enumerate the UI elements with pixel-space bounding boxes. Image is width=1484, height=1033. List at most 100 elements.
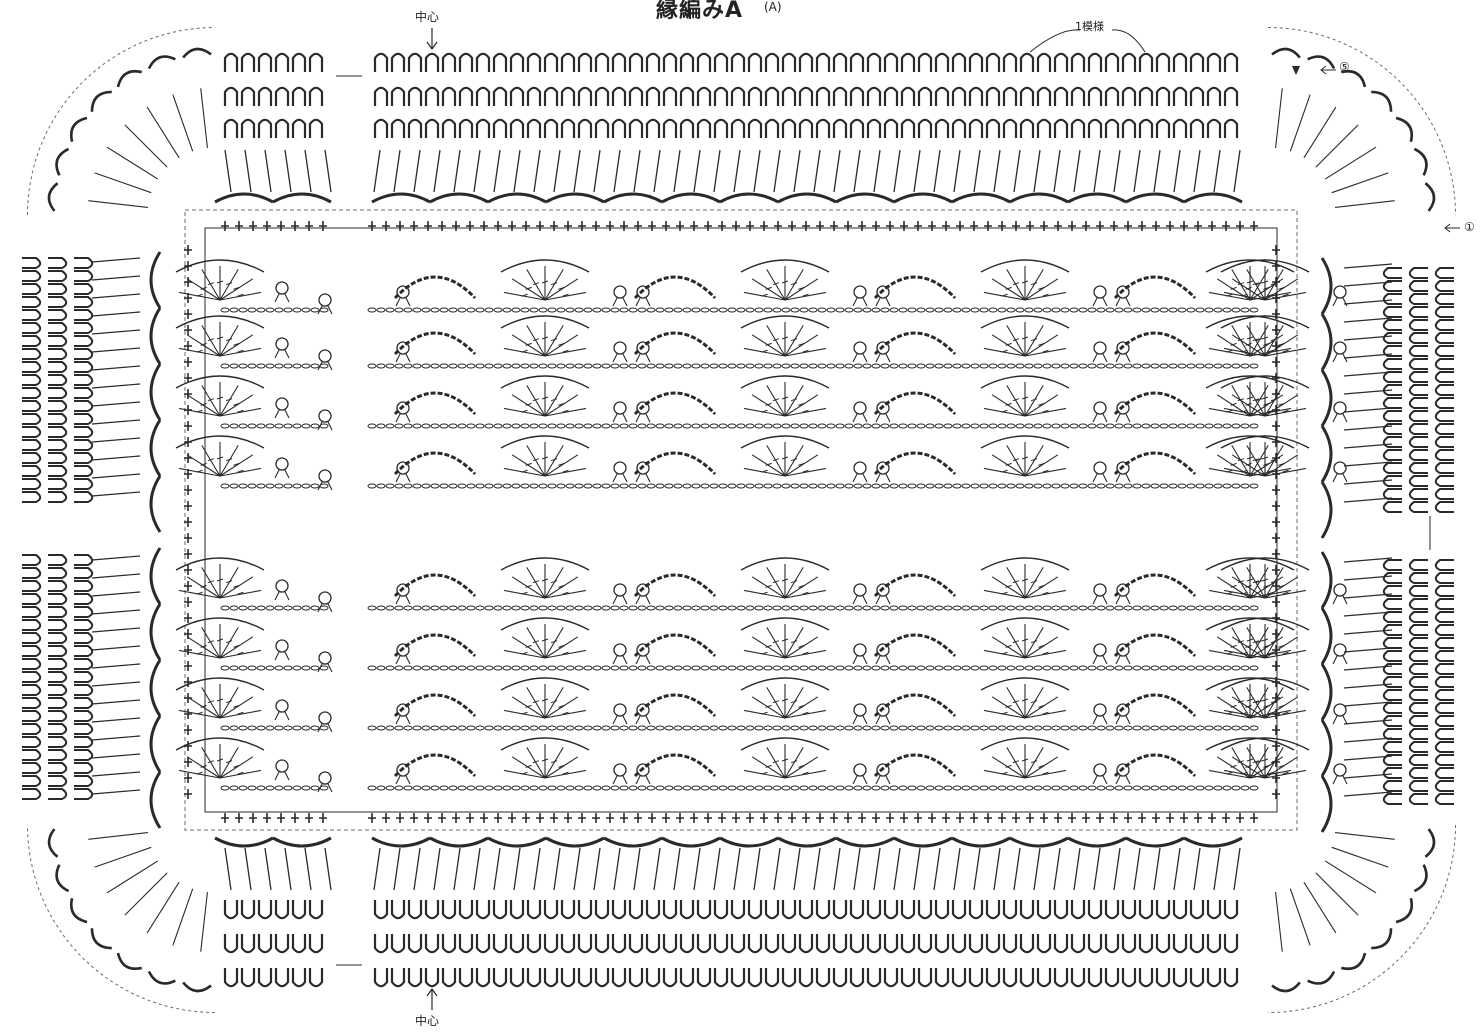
chain-row (476, 786, 484, 790)
sc-stitch-top (914, 221, 922, 231)
chain-row (809, 424, 817, 428)
loop-col-left (74, 336, 92, 346)
chain-row (1241, 666, 1249, 670)
chain-row (890, 666, 898, 670)
dc-post-bottom (394, 848, 400, 890)
chain-row (284, 606, 292, 610)
chain-row (1169, 484, 1177, 488)
chain-row (266, 606, 274, 610)
chain-row (1142, 308, 1150, 312)
loop-row-top (545, 54, 557, 72)
loop-row-bottom (613, 968, 625, 986)
sc-stitch-top (998, 221, 1006, 231)
loop-col-left (74, 297, 92, 307)
chain-row (1052, 786, 1060, 790)
sc-stitch-top (1236, 221, 1244, 231)
dc-post-right (1344, 558, 1392, 562)
chain-row (1061, 484, 1069, 488)
loop-row-bottom (1225, 934, 1237, 952)
chain-row (239, 786, 247, 790)
chain-row (611, 484, 619, 488)
chain-row (818, 786, 826, 790)
loop-row-top (885, 54, 897, 72)
chain-row (1070, 786, 1078, 790)
loop-col-left (74, 555, 92, 565)
chain-row (404, 726, 412, 730)
loop-row-bottom (392, 934, 404, 952)
chain-row (935, 786, 943, 790)
chain-row (836, 308, 844, 312)
picot-legs (853, 656, 867, 664)
loop-row-top (310, 120, 322, 138)
loop-col-right (1410, 307, 1428, 317)
dc-post-top (514, 150, 520, 192)
chain-row (944, 666, 952, 670)
picot-legs (853, 354, 867, 362)
chain-row (1151, 666, 1159, 670)
corner-scallops-tr-post (1325, 147, 1376, 179)
sc-stitch-bottom (648, 813, 656, 823)
chain-row (1025, 308, 1033, 312)
chain-row (1079, 786, 1087, 790)
chain-row (494, 726, 502, 730)
chain-row (431, 606, 439, 610)
sc-stitch-top (900, 221, 908, 231)
sc-stitch-right (1272, 565, 1280, 575)
loop-row-top (749, 88, 761, 106)
loop-row-top (511, 120, 523, 138)
corner-scallops-tr (1396, 114, 1417, 141)
dc-post-bottom (994, 848, 1000, 890)
chain-row (692, 786, 700, 790)
chain-row (521, 726, 529, 730)
loop-row-top (375, 54, 387, 72)
chain-row (1151, 364, 1159, 368)
loop-row-bottom (1089, 968, 1101, 986)
sc-stitch-top (676, 221, 684, 231)
chain-row (611, 786, 619, 790)
scallop-bottom (836, 838, 894, 846)
loop-row-bottom (443, 934, 455, 952)
loop-row-top (919, 54, 931, 72)
loop-row-top (953, 54, 965, 72)
chain-row (1016, 606, 1024, 610)
chain-row (449, 364, 457, 368)
loop-row-top (259, 120, 271, 138)
loop-row-top (545, 88, 557, 106)
chain-row (998, 786, 1006, 790)
chain-row (944, 726, 952, 730)
dc-post-left (92, 294, 140, 298)
loop-row-bottom (1106, 968, 1118, 986)
chain-row (494, 786, 502, 790)
chain-row (962, 484, 970, 488)
chain-row (575, 364, 583, 368)
loop-col-right (1410, 651, 1428, 661)
chain-row (953, 308, 961, 312)
dc-post-left (92, 330, 140, 334)
sc-stitch-bottom (319, 813, 327, 823)
loop-row-top (749, 120, 761, 138)
chain-row (221, 364, 229, 368)
fan-stitch (767, 385, 785, 416)
chain-row (683, 484, 691, 488)
loop-col-left (22, 672, 40, 682)
loop-row-bottom (783, 900, 795, 918)
chain-row (1016, 484, 1024, 488)
sc-stitch-right (1272, 597, 1280, 607)
picot (614, 402, 626, 414)
scallop-right (1322, 776, 1331, 832)
chain-row (1223, 786, 1231, 790)
scallop-bottom (720, 838, 778, 846)
chain-row (701, 666, 709, 670)
chain-row (431, 666, 439, 670)
dc-post-top (265, 150, 271, 192)
chain-row (701, 606, 709, 610)
loop-row-bottom (868, 934, 880, 952)
sc-stitch-bottom (760, 813, 768, 823)
scallop-top (836, 194, 894, 202)
chain-row (872, 364, 880, 368)
chain-row (782, 666, 790, 670)
loop-col-right (1410, 560, 1428, 570)
picot (1094, 286, 1106, 298)
sc-stitch-top (522, 221, 530, 231)
chain-row (422, 786, 430, 790)
